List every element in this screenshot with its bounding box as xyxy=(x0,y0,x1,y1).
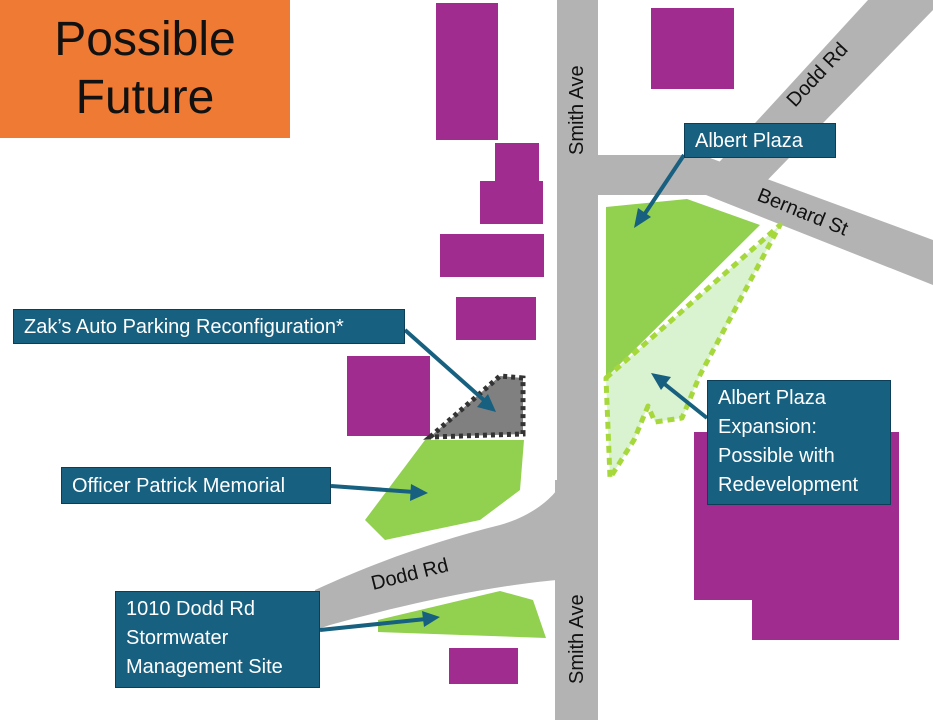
arrow-albert-expansion-head xyxy=(651,373,671,390)
road-dodd-rd-northeast xyxy=(700,0,933,196)
label-officer-patrick-memorial: Officer Patrick Memorial xyxy=(61,467,331,504)
building xyxy=(449,648,518,684)
label-officer-patrick-text: Officer Patrick Memorial xyxy=(72,475,286,497)
road-label-smith-ave-south: Smith Ave xyxy=(566,594,588,684)
building xyxy=(495,143,539,183)
title-line-1: Possible xyxy=(54,13,236,66)
zaks-auto-parking-area xyxy=(423,373,526,440)
park-officer-patrick-memorial xyxy=(365,440,524,540)
arrow-albert-expansion xyxy=(660,380,709,420)
label-stormwater-line-2: Stormwater xyxy=(126,627,229,649)
label-expansion-line-1: Albert Plaza xyxy=(718,387,826,409)
label-expansion-line-3: Possible with xyxy=(718,445,835,467)
title-line-2: Future xyxy=(75,71,215,124)
arrow-officer-patrick-head xyxy=(410,484,428,501)
park-albert-plaza xyxy=(606,199,760,378)
arrow-officer-patrick xyxy=(330,484,415,494)
label-expansion-line-2: Expansion: xyxy=(718,416,817,438)
arrow-albert-plaza-head xyxy=(634,208,651,228)
arrow-stormwater xyxy=(319,617,427,632)
building xyxy=(436,3,498,140)
label-stormwater-line-1: 1010 Dodd Rd xyxy=(126,598,255,620)
label-albert-plaza: Albert Plaza xyxy=(684,123,836,158)
arrow-albert-plaza xyxy=(640,153,686,220)
label-albert-plaza-text: Albert Plaza xyxy=(695,130,803,152)
park-albert-plaza-expansion xyxy=(603,222,783,481)
label-stormwater-site: 1010 Dodd Rd Stormwater Management Site xyxy=(115,591,320,688)
road-smith-ave-south xyxy=(555,480,598,720)
building xyxy=(456,297,536,340)
parks xyxy=(365,199,783,638)
building xyxy=(651,8,734,89)
park-stormwater-site xyxy=(378,591,546,638)
building xyxy=(480,181,543,224)
map-title: Possible Future xyxy=(0,0,290,138)
building xyxy=(347,356,430,436)
building xyxy=(440,234,544,277)
label-zaks-auto-parking: Zak’s Auto Parking Reconfiguration* xyxy=(13,309,405,344)
arrow-zaks-auto xyxy=(403,328,488,404)
label-albert-plaza-expansion: Albert Plaza Expansion: Possible with Re… xyxy=(707,380,891,505)
road-label-smith-ave-north: Smith Ave xyxy=(566,65,588,155)
arrows xyxy=(319,153,709,632)
label-stormwater-line-3: Management Site xyxy=(126,656,283,678)
road-dodd-rd-southwest xyxy=(315,490,557,630)
road-cross-street xyxy=(598,155,933,285)
road-smith-ave-north xyxy=(557,0,598,500)
label-zaks-auto-text: Zak’s Auto Parking Reconfiguration* xyxy=(24,316,344,338)
arrow-zaks-auto-head xyxy=(477,394,496,412)
arrow-stormwater-head xyxy=(422,611,440,627)
label-expansion-line-4: Redevelopment xyxy=(718,474,859,496)
